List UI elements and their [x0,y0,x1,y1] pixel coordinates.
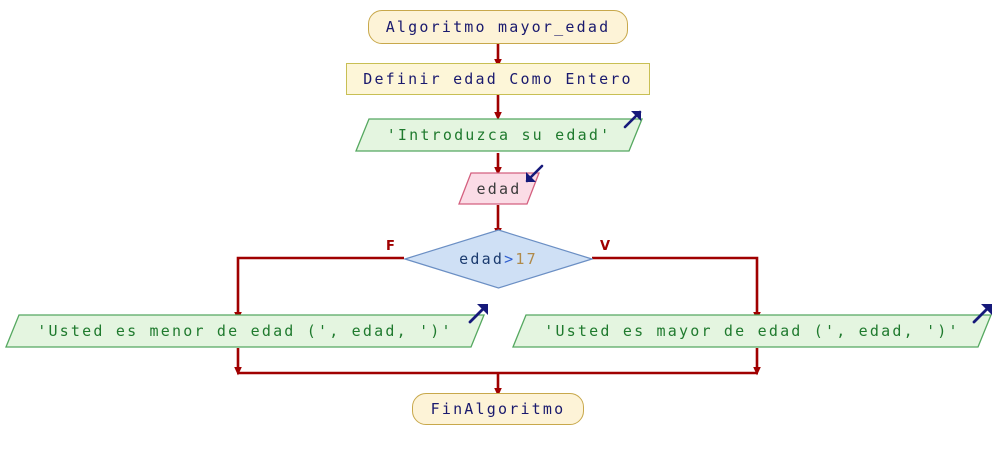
parallelogram-shape [458,172,540,205]
output-arrow-icon [468,304,488,324]
node-output-true[interactable]: 'Usted es mayor de edad (', edad, ')' [512,314,992,348]
branch-label-true: V [600,239,611,254]
parallelogram-shape [512,314,992,348]
node-declare-process[interactable]: Definir edad Como Entero [346,63,650,95]
parallelogram-shape [5,314,485,348]
node-decision-diamond[interactable]: edad>17 [404,229,593,289]
decision-condition: edad>17 [404,229,593,289]
branch-label-false: F [386,239,395,254]
node-output-false[interactable]: 'Usted es menor de edad (', edad, ')' [5,314,485,348]
decision-value: 17 [515,250,538,268]
input-arrow-icon [525,164,544,183]
parallelogram-shape [355,118,643,152]
edge-decision-false [234,256,404,321]
diamond-shape [404,229,593,289]
node-output-true-label: 'Usted es mayor de edad (', edad, ')' [544,322,960,340]
node-end-terminator[interactable]: FinAlgoritmo [412,393,584,425]
node-prompt-output[interactable]: 'Introduzca su edad' [355,118,643,152]
decision-operator: > [504,250,516,268]
node-output-false-label: 'Usted es menor de edad (', edad, ')' [37,322,453,340]
node-read-label: edad [476,179,522,198]
decision-variable: edad [459,250,505,268]
edge-decision-true [592,256,761,321]
node-end-label: FinAlgoritmo [430,400,566,418]
node-read-input[interactable]: edad [458,172,540,205]
output-arrow-icon [972,304,992,324]
node-declare-label: Definir edad Como Entero [363,70,633,88]
node-start-label: Algoritmo mayor_edad [385,18,611,36]
node-prompt-label: 'Introduzca su edad' [386,126,612,144]
node-start-terminator[interactable]: Algoritmo mayor_edad [368,10,628,44]
output-arrow-icon [623,110,642,129]
